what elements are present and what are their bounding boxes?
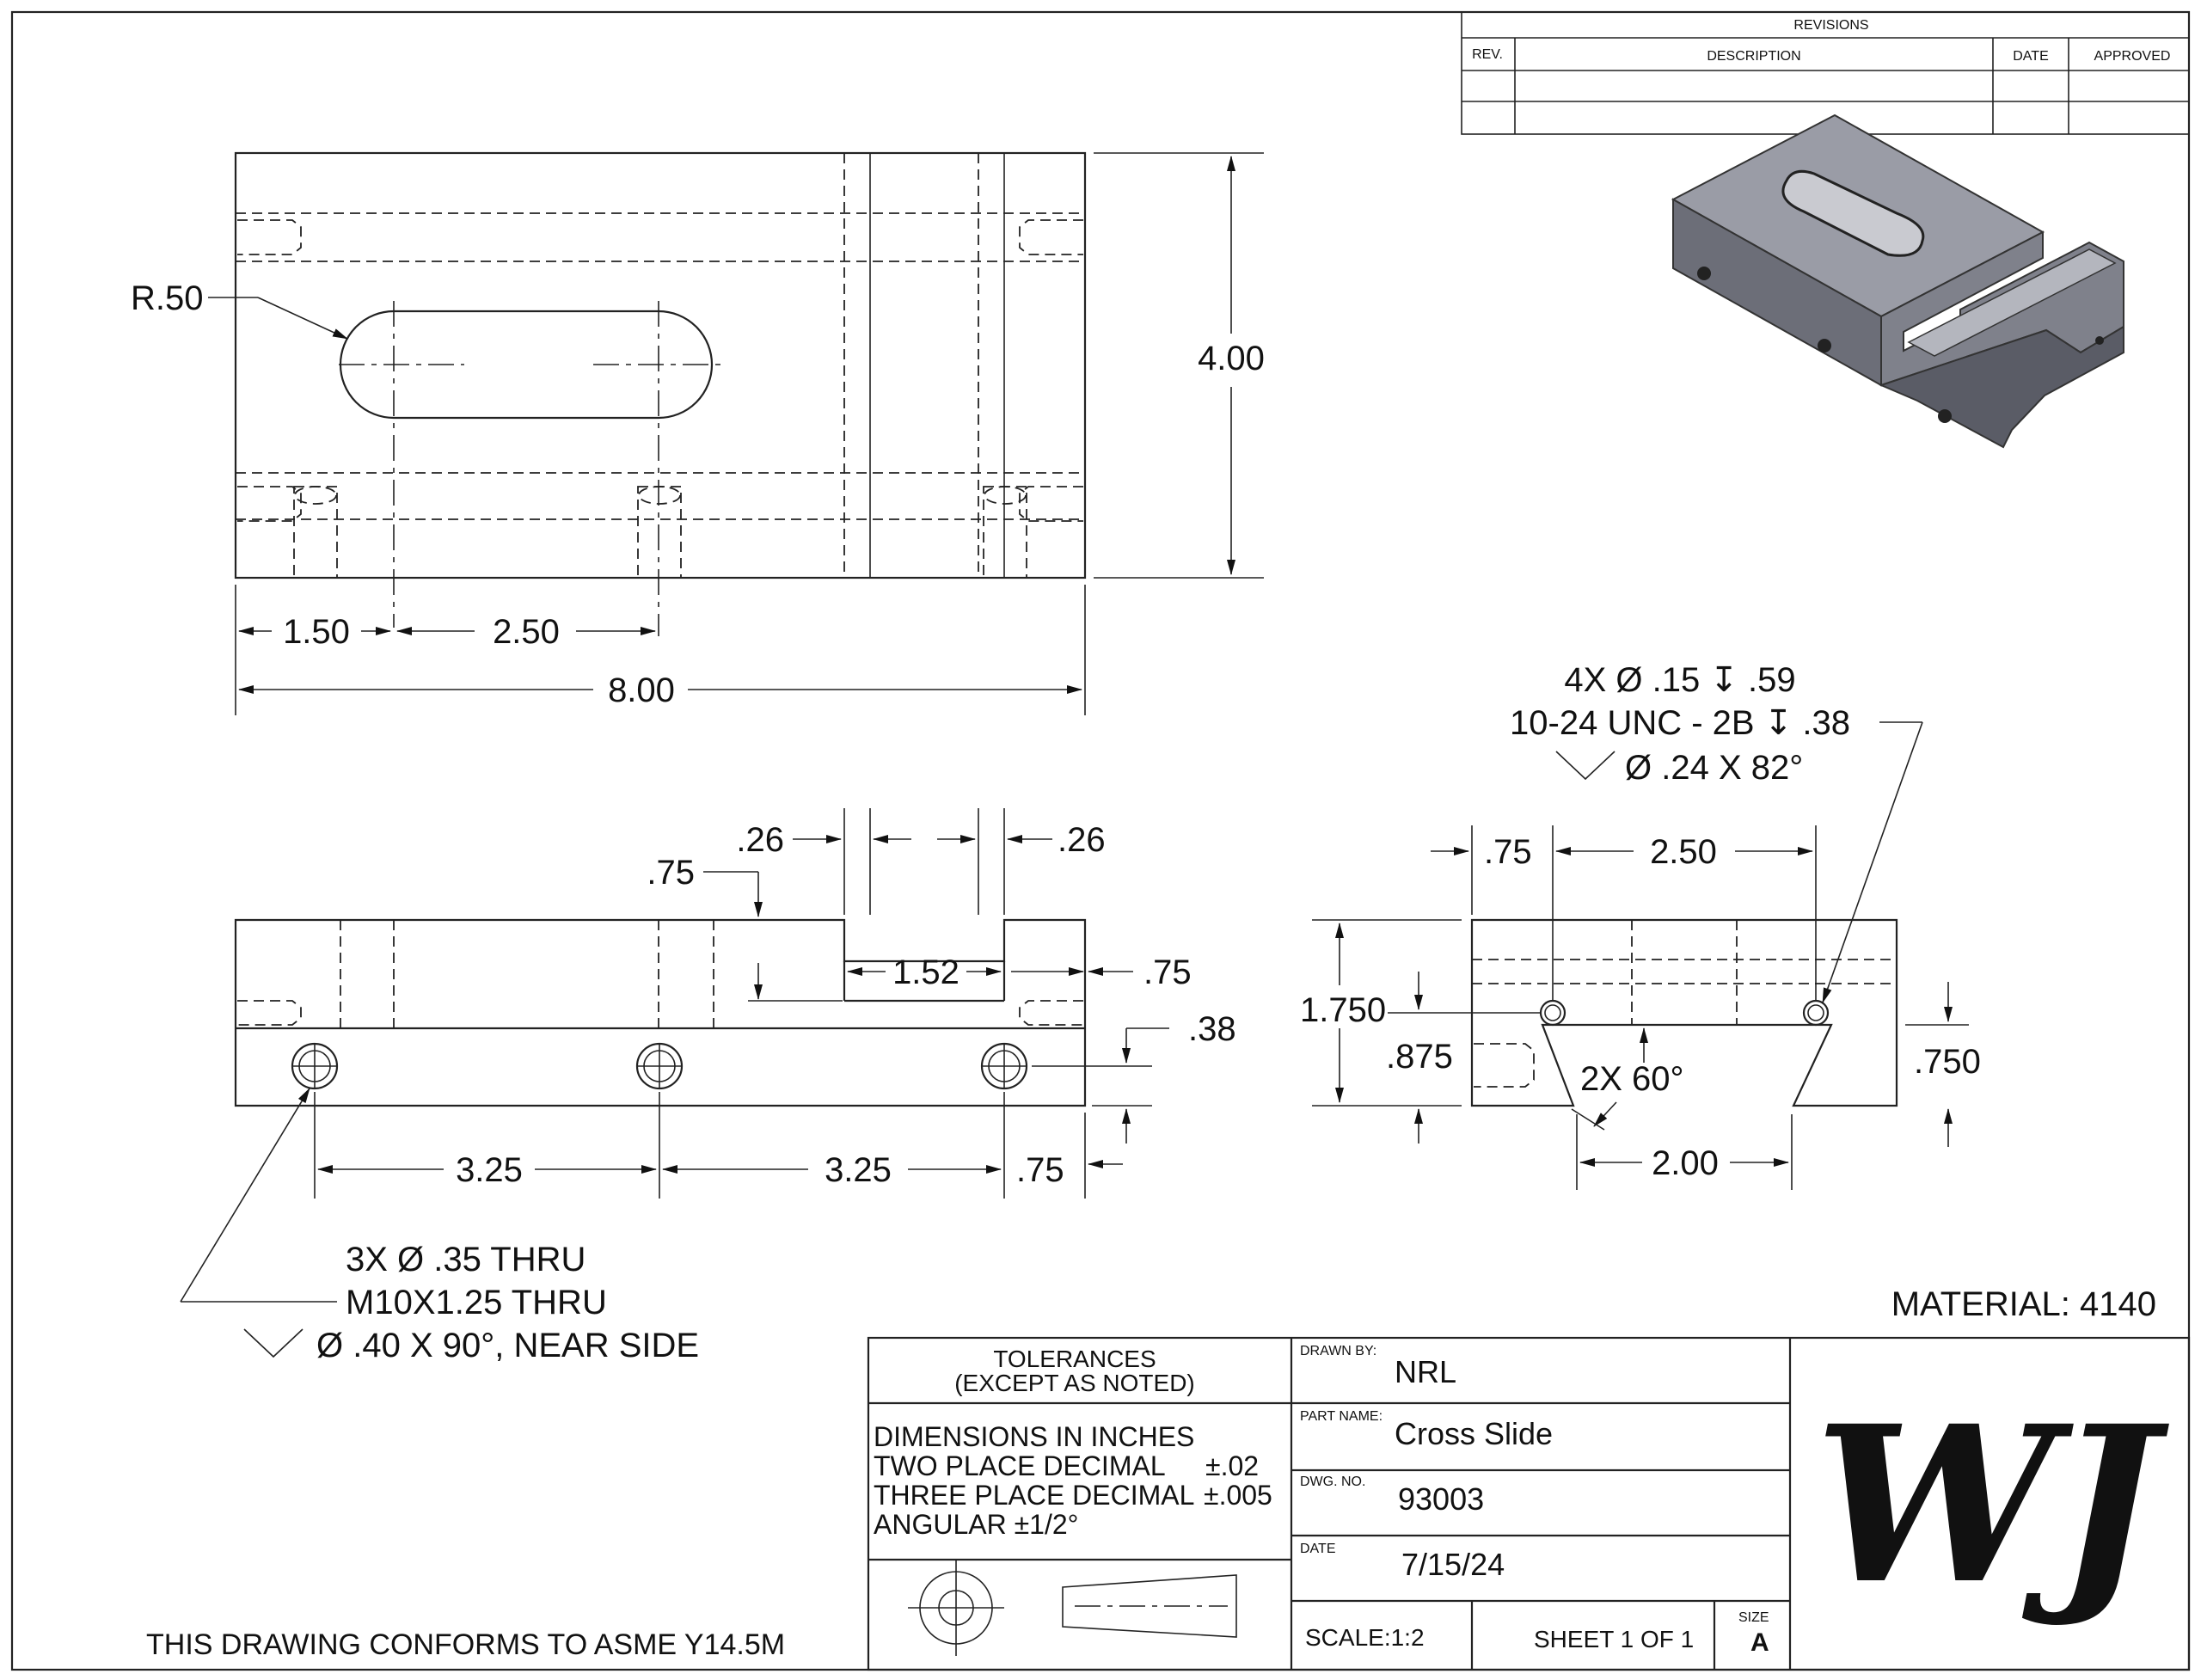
tolerances-title: TOLERANCES	[993, 1346, 1156, 1372]
slot-depth-dimension: .75	[647, 854, 695, 892]
approved-column-header: APPROVED	[2094, 49, 2171, 64]
tolerance-two-place-label: TWO PLACE DECIMAL	[874, 1450, 1166, 1481]
tolerance-three-place-value: ±.005	[1204, 1480, 1272, 1511]
right-edge-dimension: .75	[1143, 953, 1192, 991]
side-hole-spacing: 2.50	[1650, 833, 1717, 871]
slot-width-dimension: 1.52	[892, 953, 959, 991]
top-view-outline	[234, 151, 1087, 579]
size-label: SIZE	[1738, 1610, 1769, 1625]
revisions-table: REVISIONS REV. DESCRIPTION DATE APPROVED	[1461, 11, 2190, 135]
side-view: 4X Ø .15 ↧ .59 10-24 UNC - 2B ↧ .38 Ø .2…	[1300, 661, 1981, 1190]
part-name-label: PART NAME:	[1300, 1409, 1383, 1424]
tolerance-angular: ANGULAR ±1/2°	[874, 1509, 1078, 1540]
hole-spacing-1: 3.25	[456, 1151, 523, 1189]
date-column-header: DATE	[2013, 49, 2048, 64]
date-label: DATE	[1300, 1542, 1335, 1556]
description-column-header: DESCRIPTION	[1707, 49, 1800, 64]
overall-width-8-00: 8.00	[608, 671, 675, 709]
tolerances-subtitle: (EXCEPT AS NOTED)	[954, 1370, 1195, 1396]
tolerance-three-place-label: THREE PLACE DECIMAL	[874, 1480, 1194, 1511]
countersink-symbol-side	[1555, 751, 1615, 781]
side-left-offset: .75	[1484, 833, 1532, 871]
title-block: TOLERANCES (EXCEPT AS NOTED) DIMENSIONS …	[867, 1336, 2191, 1671]
dimension-2-50: 2.50	[493, 613, 560, 651]
dwg-no-value: 93003	[1398, 1481, 1484, 1517]
hole-callout-line-3: Ø .40 X 90°, NEAR SIDE	[316, 1327, 699, 1364]
hole-height-dimension: .38	[1188, 1010, 1236, 1048]
date-value: 7/15/24	[1401, 1547, 1505, 1582]
dovetail-angle: 2X 60°	[1580, 1060, 1684, 1098]
front-view-outline	[234, 918, 1087, 1107]
dwg-no-label: DWG. NO.	[1300, 1475, 1365, 1489]
material-note: MATERIAL: 4140	[1891, 1285, 2156, 1323]
hole-callout-line-1: 3X Ø .35 THRU	[346, 1241, 586, 1278]
tapped-hole-callout-line-1: 4X Ø .15 ↧ .59	[1564, 661, 1795, 699]
dovetail-height: .750	[1914, 1043, 1981, 1081]
company-logo: WJ	[1814, 1378, 2169, 1631]
hole-2	[635, 1042, 684, 1090]
third-angle-projection-symbol	[908, 1560, 1237, 1656]
part-name-value: Cross Slide	[1395, 1416, 1553, 1451]
front-view: .26 .26 .75 1.52 .75 .38 3.25	[180, 808, 1236, 1364]
tapped-hole-callout-line-3: Ø .24 X 82°	[1625, 749, 1803, 787]
countersink-symbol	[243, 1328, 303, 1358]
top-view: R.50 4.00 1.50 2.50 8.00	[131, 151, 1265, 715]
hole-callout-line-2: M10X1.25 THRU	[346, 1284, 607, 1321]
wall-dimension-right: .26	[1058, 821, 1106, 859]
tapped-hole-callout-line-2: 10-24 UNC - 2B ↧ .38	[1510, 704, 1850, 742]
side-hole-height: .875	[1386, 1038, 1453, 1076]
side-height-dimension: 1.750	[1300, 991, 1386, 1029]
size-value: A	[1750, 1628, 1769, 1657]
hole-spacing-2: 3.25	[825, 1151, 892, 1189]
wall-dimension-left: .26	[736, 821, 784, 859]
drawn-by-value: NRL	[1395, 1354, 1456, 1389]
rev-column-header: REV.	[1472, 47, 1503, 62]
drawn-by-label: DRAWN BY:	[1300, 1344, 1376, 1358]
end-offset-dimension: .75	[1016, 1151, 1064, 1189]
scale-value: SCALE:1:2	[1305, 1624, 1425, 1651]
side-view-outline	[1470, 918, 1898, 1107]
sheet-value: SHEET 1 OF 1	[1534, 1626, 1694, 1652]
tolerance-units: DIMENSIONS IN INCHES	[874, 1421, 1194, 1452]
dimension-1-50: 1.50	[283, 613, 350, 651]
isometric-view	[1671, 113, 2124, 449]
height-dimension-4-00: 4.00	[1198, 340, 1265, 377]
asme-standard-note: THIS DRAWING CONFORMS TO ASME Y14.5M	[146, 1628, 785, 1661]
revisions-title: REVISIONS	[1793, 18, 1868, 33]
dovetail-width: 2.00	[1652, 1144, 1719, 1182]
tolerance-two-place-value: ±.02	[1205, 1450, 1259, 1481]
hole-3	[980, 1042, 1028, 1090]
radius-dimension: R.50	[131, 279, 204, 317]
hole-1	[291, 1042, 339, 1090]
